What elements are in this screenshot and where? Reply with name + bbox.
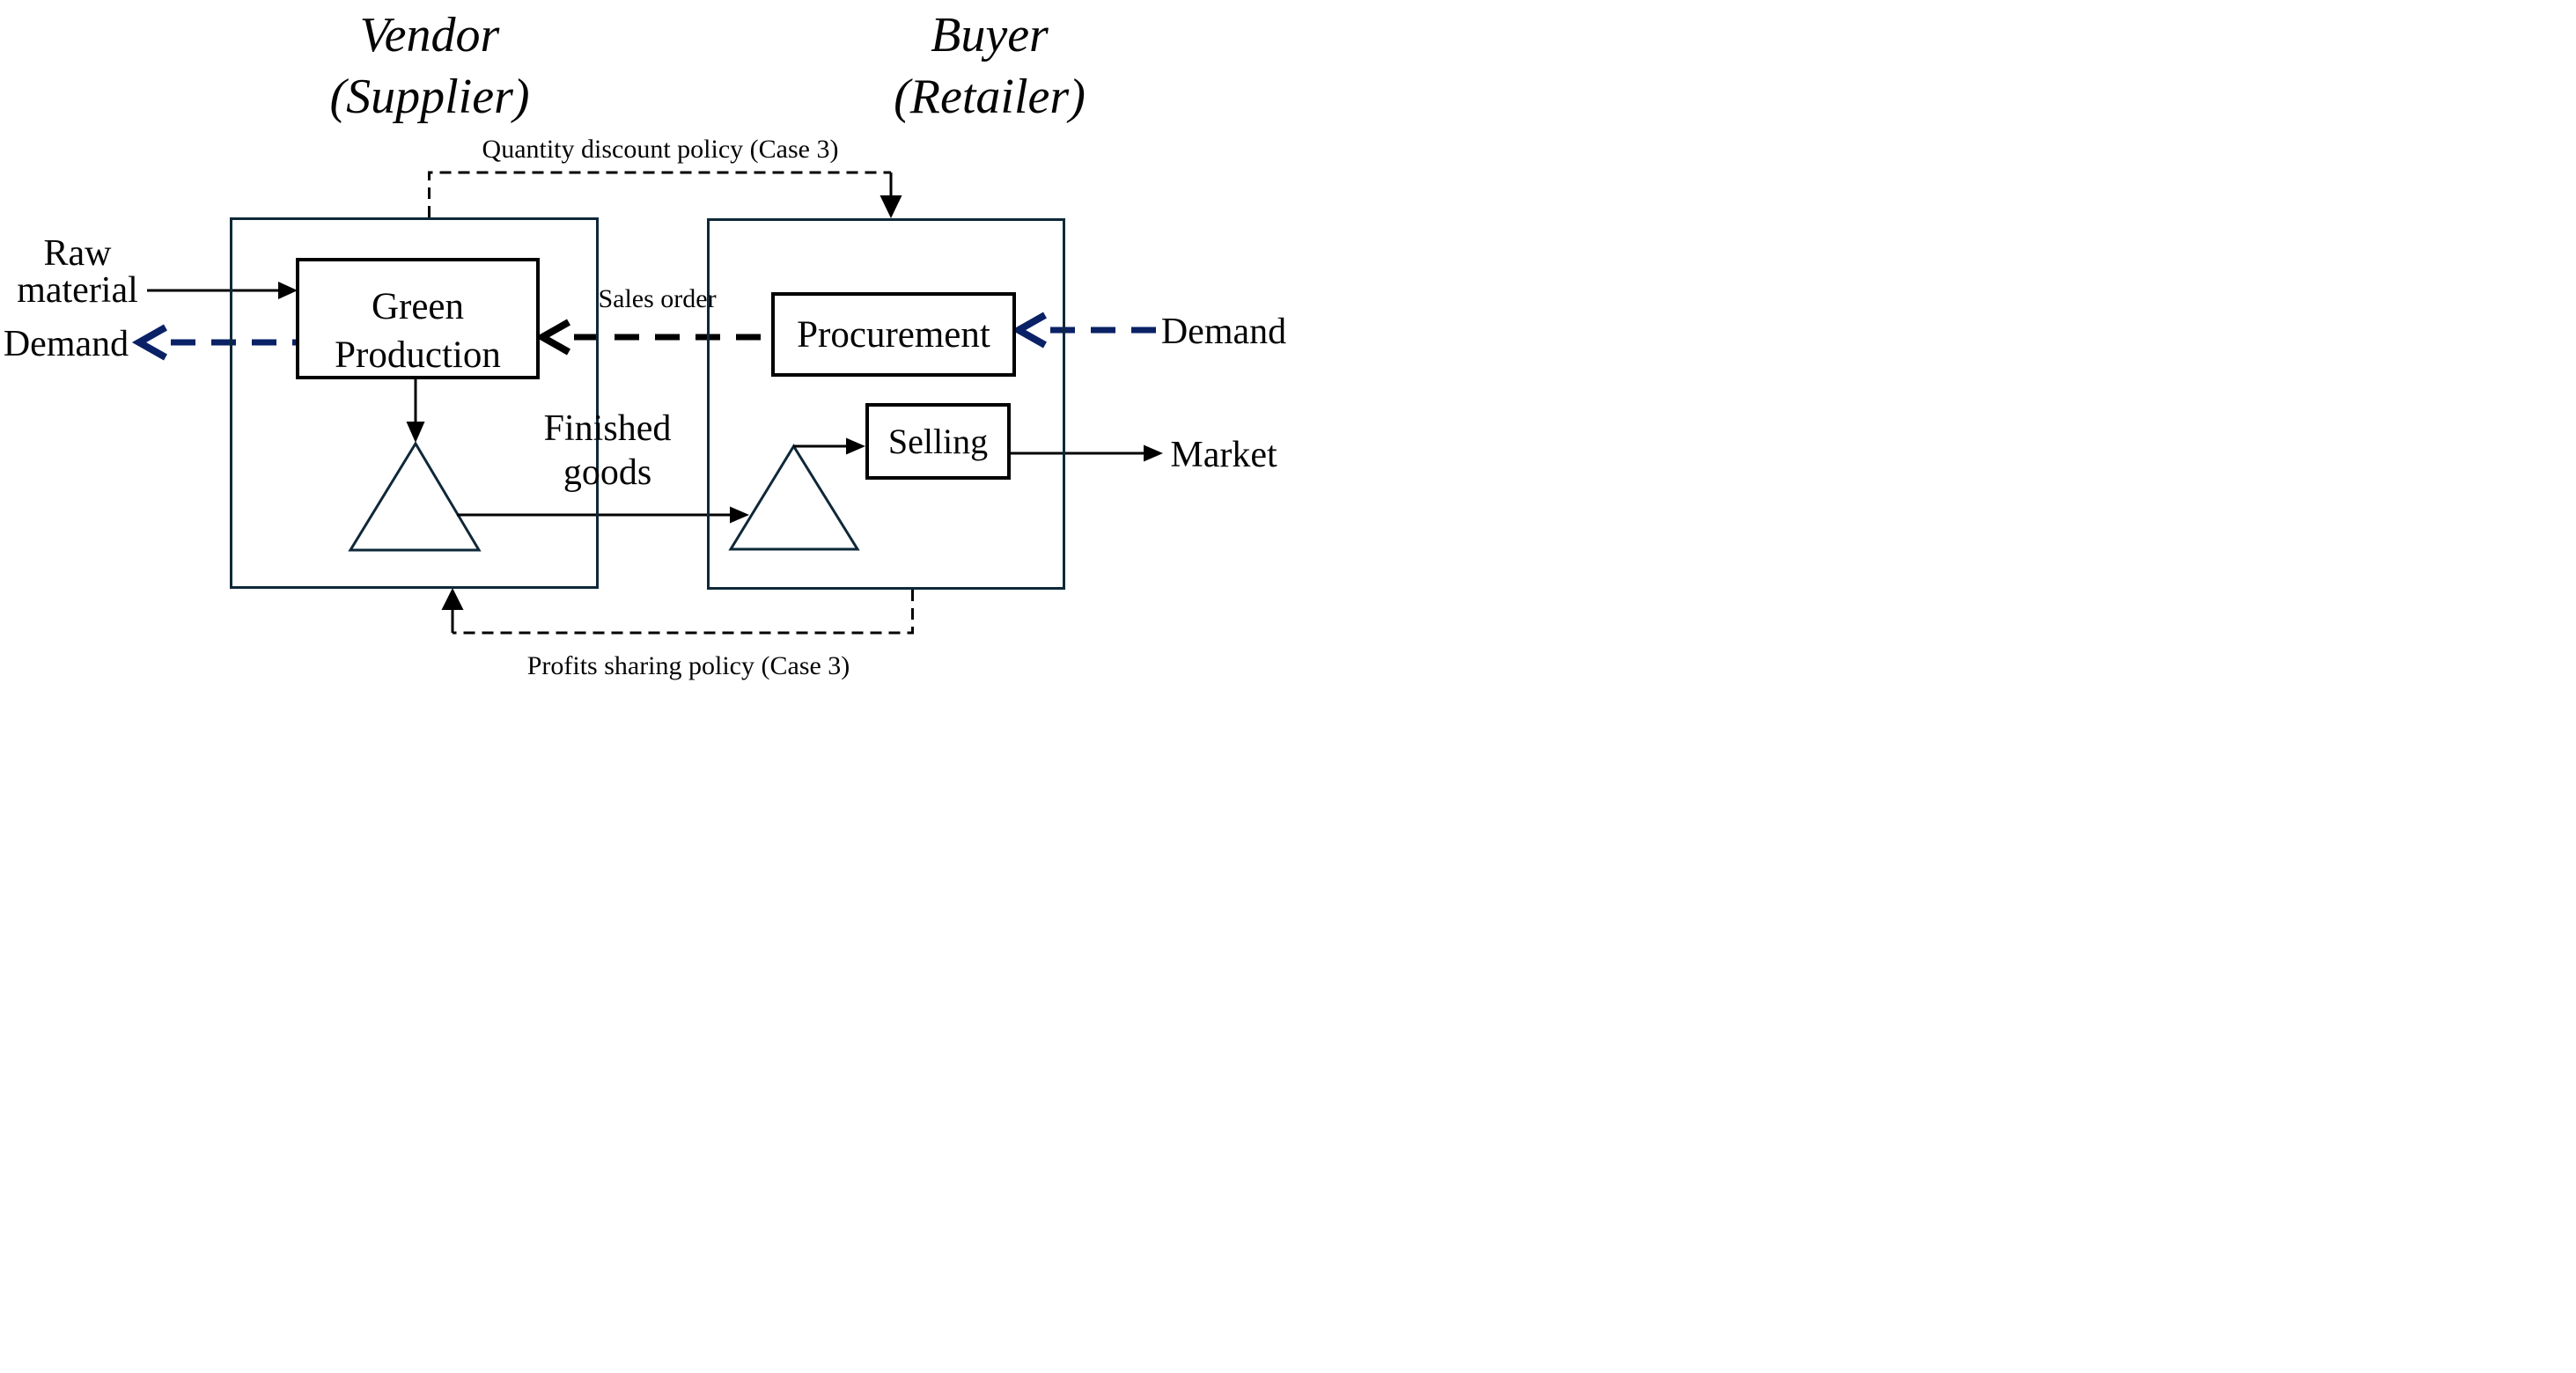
green-production-line1: Green	[371, 286, 465, 327]
procurement-label: Procurement	[797, 313, 990, 356]
finished-goods-label: Finished goods	[497, 407, 718, 495]
finished-goods-line2: goods	[563, 452, 652, 493]
quantity-discount-policy-label: Quantity discount policy (Case 3)	[482, 135, 839, 164]
arrowhead-down-icon	[880, 195, 902, 218]
vendor-title: Vendor (Supplier)	[254, 4, 606, 128]
green-production-line2: Production	[335, 334, 501, 376]
profits-sharing-policy-path	[441, 588, 914, 635]
procurement-box: Procurement	[771, 292, 1016, 377]
raw-material-label: Raw material	[7, 235, 148, 309]
buyer-title: Buyer (Retailer)	[813, 4, 1166, 128]
arrowhead-up-icon	[441, 588, 464, 610]
buyer-title-line1: Buyer	[931, 8, 1049, 62]
raw-material-line2: material	[17, 270, 138, 311]
finished-goods-line1: Finished	[543, 408, 672, 449]
green-production-box: Green Production	[296, 258, 540, 379]
quantity-discount-policy-path	[428, 171, 902, 218]
chevron-left-icon	[131, 324, 167, 361]
vendor-container-box	[230, 217, 599, 589]
vendor-demand-label: Demand	[3, 324, 129, 364]
selling-label: Selling	[887, 421, 989, 461]
buyer-demand-label: Demand	[1160, 312, 1287, 352]
green-production-label: Green Production	[335, 283, 501, 379]
vendor-title-line1: Vendor	[359, 8, 500, 62]
supply-chain-diagram: Vendor (Supplier) Buyer (Retailer) Quant…	[0, 0, 1288, 686]
market-label: Market	[1170, 435, 1277, 475]
selling-box: Selling	[865, 403, 1011, 480]
profits-sharing-policy-label: Profits sharing policy (Case 3)	[526, 651, 850, 680]
buyer-title-line2: (Retailer)	[894, 70, 1086, 124]
vendor-title-line2: (Supplier)	[329, 70, 530, 124]
buyer-container-box	[707, 218, 1065, 590]
sales-order-label: Sales order	[598, 284, 717, 313]
raw-material-line1: Raw	[43, 233, 112, 274]
